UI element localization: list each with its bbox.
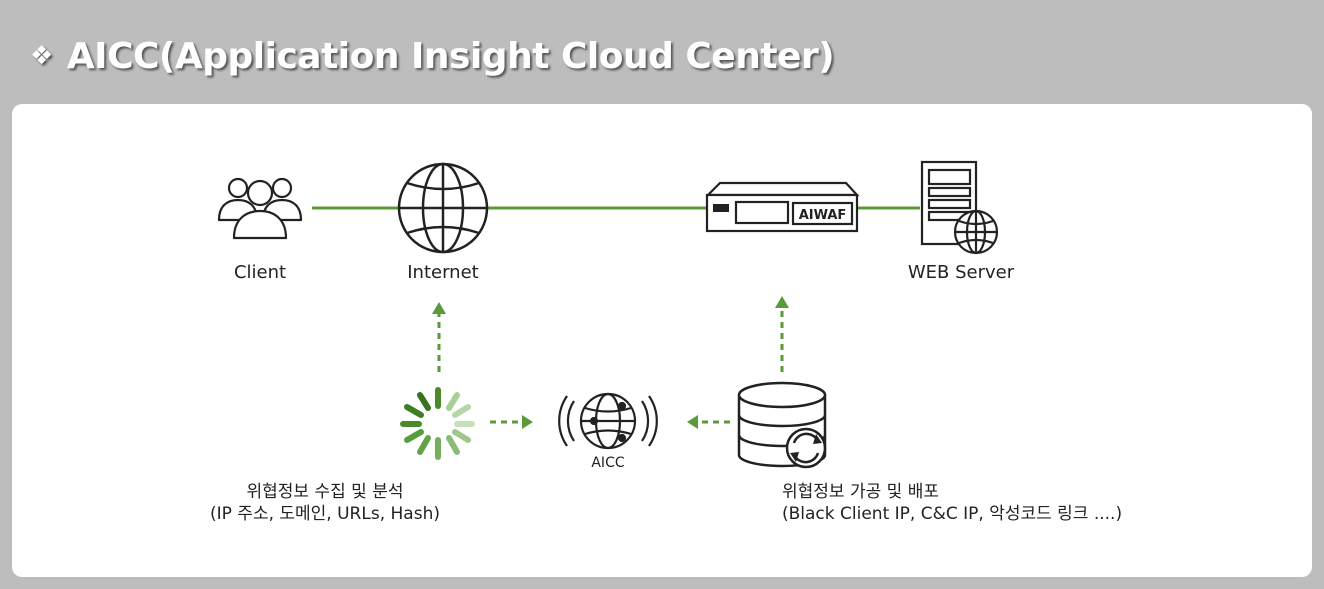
collect-to-internet-arrow bbox=[432, 302, 446, 372]
distribute-description: 위협정보 가공 및 배포 (Black Client IP, C&C IP, 악… bbox=[782, 481, 1152, 525]
collect-title: 위협정보 수집 및 분석 bbox=[246, 482, 404, 502]
page-title: ❖ AICC(Application Insight Cloud Center) bbox=[30, 26, 835, 86]
client-label: Client bbox=[233, 262, 287, 283]
sync-icon bbox=[785, 427, 827, 469]
diamond-bullet-icon: ❖ bbox=[30, 41, 53, 71]
aicc-globe-icon bbox=[558, 392, 658, 450]
waf-appliance-icon bbox=[705, 181, 860, 233]
web-server-label: WEB Server bbox=[907, 262, 1015, 283]
database-to-aicc-arrow bbox=[687, 415, 730, 429]
waf-badge-label: AIWAF bbox=[799, 208, 847, 223]
database-to-waf-arrow bbox=[775, 296, 789, 372]
globe-icon bbox=[397, 162, 489, 254]
collect-to-aicc-arrow bbox=[490, 415, 533, 429]
spinner-icon bbox=[400, 387, 475, 460]
distribute-title: 위협정보 가공 및 배포 bbox=[782, 482, 939, 502]
aicc-label: AICC bbox=[591, 455, 624, 471]
server-globe-icon bbox=[953, 209, 999, 255]
diagram-panel bbox=[12, 104, 1312, 577]
internet-label: Internet bbox=[407, 262, 479, 283]
collect-detail: (IP 주소, 도메인, URLs, Hash) bbox=[210, 504, 440, 524]
collect-description: 위협정보 수집 및 분석 (IP 주소, 도메인, URLs, Hash) bbox=[180, 481, 470, 525]
users-icon bbox=[217, 177, 303, 240]
title-text: AICC(Application Insight Cloud Center) bbox=[66, 35, 835, 77]
distribute-detail: (Black Client IP, C&C IP, 악성코드 링크 ....) bbox=[782, 504, 1123, 524]
